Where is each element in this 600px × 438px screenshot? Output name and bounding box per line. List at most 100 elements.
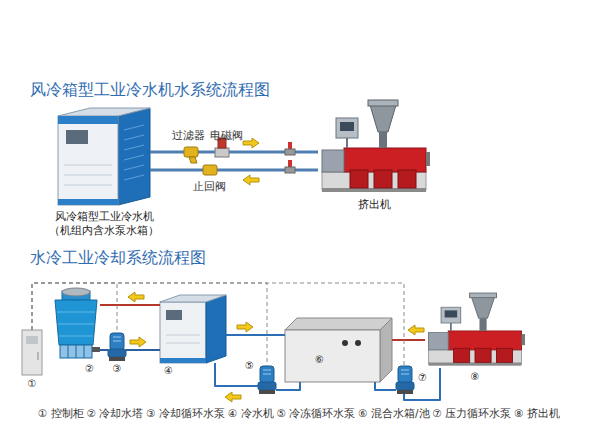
control-cabinet-figure	[38, 352, 39, 360]
component-key: ① 控制柜② 冷却水塔③ 冷却循环水泵④ 冷水机⑤ 冷冻循环水泵⑥ 混合水箱/池…	[38, 406, 560, 420]
cooling-tower: ②	[52, 288, 100, 360]
ball-valve-symbol	[285, 142, 295, 173]
water-chiller: ④	[160, 295, 226, 363]
water-pipe	[276, 382, 300, 390]
cooling-tower-figure	[68, 345, 69, 358]
cooling-tower-figure	[84, 345, 85, 358]
key-item: ⑧ 挤出机	[514, 406, 560, 420]
section-title: 水冷工业冷却系统流程图	[30, 248, 206, 267]
water-chiller-figure	[160, 302, 206, 363]
key-item: ⑥ 混合水箱/池	[358, 406, 429, 420]
pump-figure	[108, 333, 126, 361]
cooling-tower-figure	[59, 336, 93, 337]
air-chiller-figure	[124, 135, 144, 140]
callout-number: ⑧	[471, 371, 480, 382]
filter-symbol	[184, 147, 198, 157]
control-cabinet-figure	[22, 330, 42, 375]
pump: ⑤	[258, 366, 276, 394]
callout-number: ⑦	[418, 372, 427, 383]
control-cabinet-figure	[26, 336, 38, 344]
air-chiller-figure	[58, 116, 118, 205]
control-cabinet-figure	[22, 330, 42, 375]
mixing-tank-figure	[342, 340, 348, 346]
cooling-tower-figure	[55, 288, 100, 358]
water-chiller-figure	[160, 295, 226, 363]
callout-number: ⑥	[315, 354, 324, 365]
control-cabinet: ①	[22, 330, 42, 375]
flow-arrow	[128, 292, 144, 302]
check-valve-symbol	[203, 165, 217, 175]
key-item: ② 冷却水塔	[87, 406, 144, 420]
air-chiller-figure	[124, 145, 144, 150]
extruder: ⑧	[425, 293, 525, 368]
caption: 风冷箱型工业冷水机 （机组内含水泵水箱）	[42, 210, 167, 238]
water-chiller-figure	[206, 295, 226, 363]
callout-number: ④	[164, 365, 173, 376]
ball-valve-symbol	[285, 149, 295, 155]
control-wire	[32, 283, 267, 366]
ball-valve-symbol	[285, 167, 295, 173]
cooling-tower-figure	[92, 347, 100, 352]
water-pipe	[226, 334, 285, 336]
water-chiller-figure	[160, 295, 226, 302]
air-chiller-figure	[124, 125, 144, 130]
water-pipe	[375, 382, 396, 390]
water-chiller-figure	[160, 358, 206, 363]
flow-arrow	[243, 138, 259, 148]
mixing-tank-figure	[355, 340, 361, 346]
air-chiller-figure	[66, 130, 88, 144]
extruder-figure	[429, 293, 525, 366]
key-item: ① 控制柜	[38, 406, 84, 420]
part-label: 止回阀	[193, 180, 226, 193]
flow-arrow	[237, 322, 253, 332]
air-chiller-figure	[124, 155, 144, 160]
mixing-tank: ⑥	[285, 318, 392, 382]
cooling-tower-figure	[57, 312, 95, 313]
filter-symbol	[189, 157, 197, 163]
cooling-tower-figure	[58, 324, 94, 325]
pump-figure	[396, 366, 414, 394]
extruder-figure	[322, 100, 430, 192]
part-label: 过滤器	[172, 129, 205, 142]
air-chiller-figure	[64, 185, 112, 186]
air-chiller-figure	[118, 108, 150, 205]
water-chiller-figure	[166, 343, 200, 344]
check-valve-symbol	[203, 165, 217, 175]
callout-number: ⑤	[245, 360, 254, 371]
cooling-tower-figure	[62, 288, 90, 296]
water-pipe	[100, 349, 108, 351]
air-chiller-figure	[124, 175, 144, 180]
water-chiller-figure	[166, 310, 182, 320]
mixing-tank-figure	[380, 318, 392, 382]
flow-arrow	[130, 337, 146, 347]
air-chiller-figure	[64, 175, 112, 176]
water-pipe	[392, 339, 425, 341]
callout-number: ③	[113, 363, 122, 374]
water-pipe	[100, 304, 160, 306]
pump-figure	[258, 366, 276, 394]
part-label: 挤出机	[358, 199, 391, 211]
air-chiller-figure	[58, 199, 118, 205]
pump: ③	[108, 333, 126, 360]
air-chiller-figure	[58, 116, 118, 124]
mixing-tank-figure	[285, 318, 392, 330]
cooling-tower-figure	[60, 345, 92, 358]
diagram-title: 风冷箱型工业冷水机水系统流程图	[30, 80, 270, 99]
callout-number: ②	[85, 363, 94, 374]
key-item: ③ 冷却循环水泵	[146, 406, 225, 420]
key-item: ⑤ 冷冻循环水泵	[277, 406, 356, 420]
flow-arrow	[225, 392, 241, 402]
mixing-tank-figure	[285, 318, 392, 382]
water-pipe	[126, 349, 160, 351]
air-chiller-figure	[58, 108, 150, 205]
key-item: ④ 冷水机	[228, 406, 274, 420]
water-pipe	[404, 368, 440, 400]
air-chiller-figure	[124, 165, 144, 170]
filter-symbol	[184, 147, 198, 163]
pump: ⑦	[396, 366, 414, 394]
solenoid-valve-symbol	[215, 148, 229, 157]
cooling-tower-figure	[76, 345, 77, 358]
flow-arrow	[408, 325, 424, 335]
air-chiller-figure	[58, 108, 150, 116]
air-chiller-figure	[64, 165, 112, 166]
